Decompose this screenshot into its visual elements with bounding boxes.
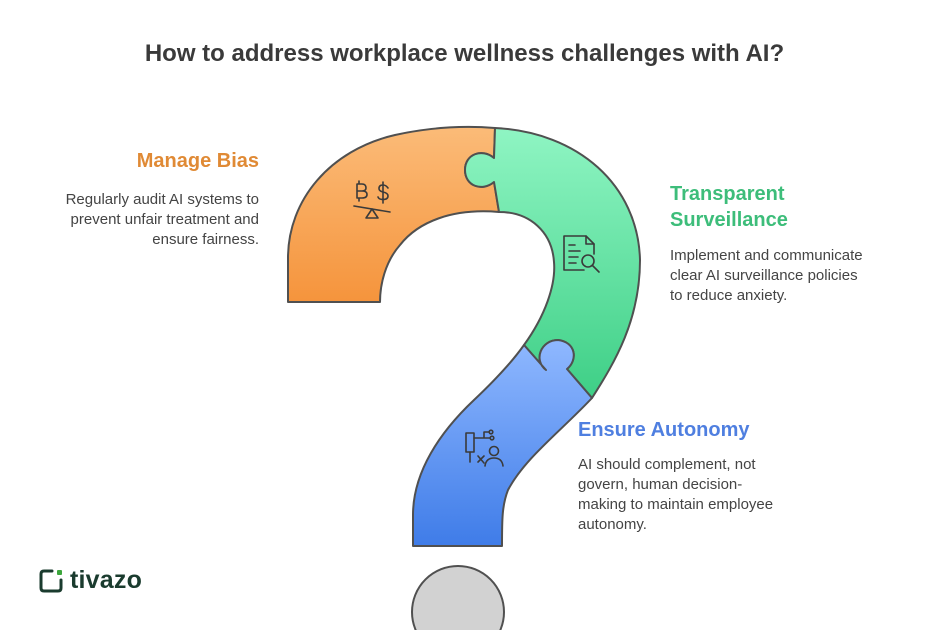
manage-bias-description: Regularly audit AI systems to prevent un… <box>65 191 259 248</box>
manage-bias-piece <box>287 125 500 303</box>
transparent-surveillance-description: Implement and communicate clear AI surve… <box>670 247 863 304</box>
document-search-icon <box>563 235 600 273</box>
ensure-autonomy-piece <box>412 339 593 547</box>
person-decision-icon <box>465 429 504 467</box>
ensure-autonomy-description: AI should complement, not govern, human … <box>578 456 774 533</box>
manage-bias-heading: Manage Bias <box>136 150 259 172</box>
ensure-autonomy-heading: Ensure Autonomy <box>578 419 750 441</box>
tivazo-logo: tivazo <box>38 566 142 595</box>
logo-text: tivazo <box>70 566 143 594</box>
page-title: How to address workplace wellness challe… <box>144 40 785 67</box>
question-mark-dot <box>411 565 505 630</box>
transparent-surveillance-heading: Transparent Surveillance <box>670 183 788 231</box>
balance-scale-icon <box>353 180 391 219</box>
logo-mark-icon <box>39 569 63 592</box>
